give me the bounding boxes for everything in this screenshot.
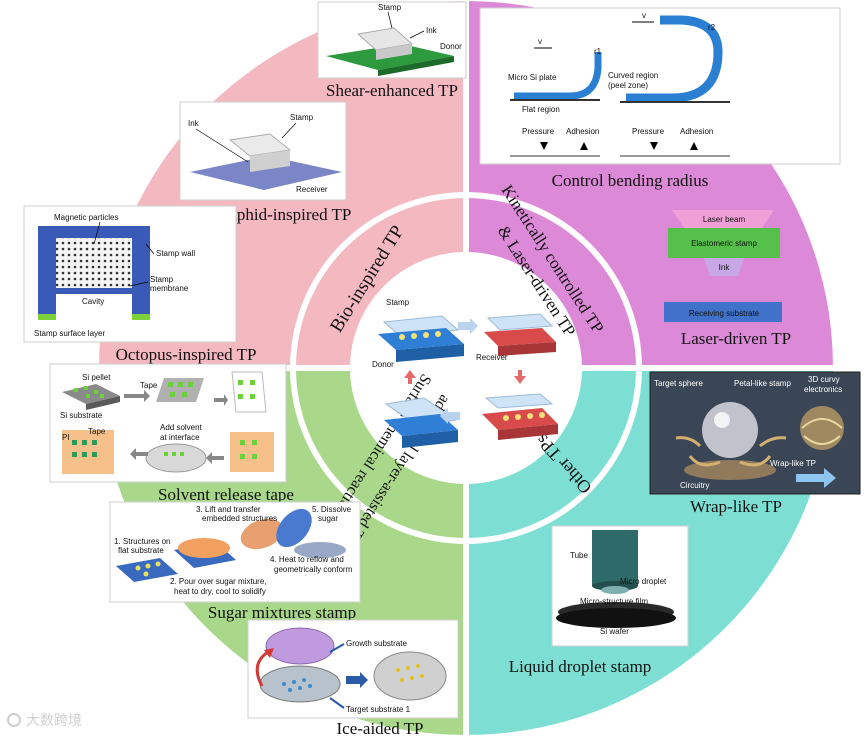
sugar-step2b: heat to dry, cool to solidify (174, 587, 266, 596)
bending-adhesion-label-2: Adhesion (680, 127, 713, 136)
panel-liquid-droplet: Tube Micro droplet Micro-structure film … (509, 525, 689, 676)
panel-control-bending: v v r1 r2 Micro Si plate Flat region Cur… (479, 7, 841, 190)
wrap-title: Wrap-like TP (690, 497, 782, 516)
aphid-receiver-label: Receiver (296, 185, 328, 194)
ice-title: Ice-aided TP (336, 719, 423, 738)
droplet-tube-label: Tube (570, 551, 588, 560)
panel-wrap-like: Target sphere Petal-like stamp 3D curvy … (649, 371, 861, 516)
panel-shear-enhanced: Stamp Ink Donor Shear-enhanced TP (317, 1, 467, 100)
solvent-add-label-1: Add solvent (160, 423, 203, 432)
aphid-ink-label: Ink (188, 119, 200, 128)
panel-sugar-mixtures: 1. Structures on flat substrate 2. Pour … (109, 501, 361, 622)
aphid-title: Aphid-inspired TP (225, 205, 352, 224)
center-process: Stamp Donor Receiver (372, 298, 558, 448)
solvent-tape2-label: Tape (88, 427, 106, 436)
sugar-step4b: geometrically conform (274, 565, 353, 574)
wrap-target-label: Target sphere (654, 379, 703, 388)
sugar-step1b: flat substrate (118, 546, 164, 555)
solvent-pi-label: PI (62, 433, 70, 442)
bending-flat-label: Flat region (522, 105, 560, 114)
sugar-title: Sugar mixtures stamp (208, 603, 356, 622)
ice-growth-label: Growth substrate (346, 639, 407, 648)
laser-stamp-label: Elastomeric stamp (691, 239, 757, 248)
bending-curved-label-1: Curved region (608, 71, 658, 80)
ice-target-label: Target substrate 1 (346, 705, 411, 714)
bending-pressure-label-1: Pressure (522, 127, 555, 136)
solvent-tape-label: Tape (140, 381, 158, 390)
sugar-step3a: 3. Lift and transfer (196, 505, 261, 514)
sugar-step4a: 4. Heat to reflow and (270, 555, 344, 564)
panel-aphid-inspired: Ink Stamp Receiver Aphid-inspired TP (179, 101, 352, 224)
shear-title: Shear-enhanced TP (326, 81, 458, 100)
shear-stamp-label: Stamp (378, 3, 402, 12)
watermark-text: 大数跨境 (26, 713, 82, 729)
solvent-pellet-label: Si pellet (82, 373, 111, 382)
laser-ink-label: Ink (719, 263, 731, 272)
droplet-micro-label: Micro droplet (620, 577, 667, 586)
bending-micro-si-label: Micro Si plate (508, 73, 557, 82)
bending-r2-label: r2 (708, 23, 716, 32)
octopus-membrane-label-1: Stamp (150, 275, 174, 284)
bending-v1-label: v (538, 37, 542, 46)
octopus-membrane-label-2: membrane (150, 284, 189, 293)
laser-substrate-label: Receiving substrate (689, 309, 760, 318)
droplet-title: Liquid droplet stamp (509, 657, 652, 676)
laser-title: Laser-driven TP (681, 329, 791, 348)
laser-beam-label: Laser beam (703, 215, 746, 224)
bending-curved-label-2: (peel zone) (608, 81, 648, 90)
bending-title: Control bending radius (552, 171, 709, 190)
sugar-step5a: 5. Dissolve (312, 505, 352, 514)
octopus-magnetic-label: Magnetic particles (54, 213, 118, 222)
panel-laser-driven: Laser beam Elastomeric stamp Ink Receivi… (664, 210, 791, 348)
sugar-step1a: 1. Structures on (114, 537, 170, 546)
wrap-petal-label: Petal-like stamp (734, 379, 791, 388)
droplet-wafer-label: Si wafer (600, 627, 629, 636)
panel-ice-aided: Growth substrate Target substrate 1 Ice-… (247, 619, 459, 738)
sugar-step2a: 2. Pour over sugar mixture, (170, 577, 266, 586)
center-receiver-label: Receiver (476, 353, 508, 362)
wrap-curvy-label-2: electronics (804, 385, 842, 394)
bending-pressure-label-2: Pressure (632, 127, 665, 136)
solvent-substrate-label: Si substrate (60, 411, 103, 420)
wrap-arrow-label: Wrap-like TP (770, 459, 816, 468)
shear-ink-label: Ink (426, 26, 438, 35)
watermark: 大数跨境 (7, 713, 82, 729)
octopus-surface-label: Stamp surface layer (34, 329, 105, 338)
center-donor-label: Donor (372, 360, 394, 369)
octopus-cavity-label: Cavity (82, 297, 104, 306)
panel-octopus-inspired: Magnetic particles Stamp wall Stamp memb… (23, 205, 257, 364)
sugar-step3b: embedded structures (202, 514, 277, 523)
octopus-wall-label: Stamp wall (156, 249, 195, 258)
center-stamp-label: Stamp (386, 298, 410, 307)
aphid-stamp-label: Stamp (290, 113, 314, 122)
bending-adhesion-label-1: Adhesion (566, 127, 599, 136)
bending-r1-label: r1 (594, 47, 602, 56)
octopus-title: Octopus-inspired TP (116, 345, 257, 364)
solvent-add-label-2: at interface (160, 433, 200, 442)
wrap-circuitry-label: Circuitry (680, 481, 709, 490)
panel-solvent-release: Si pellet Si substrate Tape PI Tape Add … (49, 363, 294, 504)
sugar-step5b: sugar (318, 514, 338, 523)
bending-v2-label: v (642, 11, 646, 20)
wrap-curvy-label-1: 3D curvy (808, 375, 840, 384)
solvent-title: Solvent release tape (158, 485, 294, 504)
droplet-film-label: Micro-structure film (580, 597, 648, 606)
shear-donor-label: Donor (440, 42, 462, 51)
